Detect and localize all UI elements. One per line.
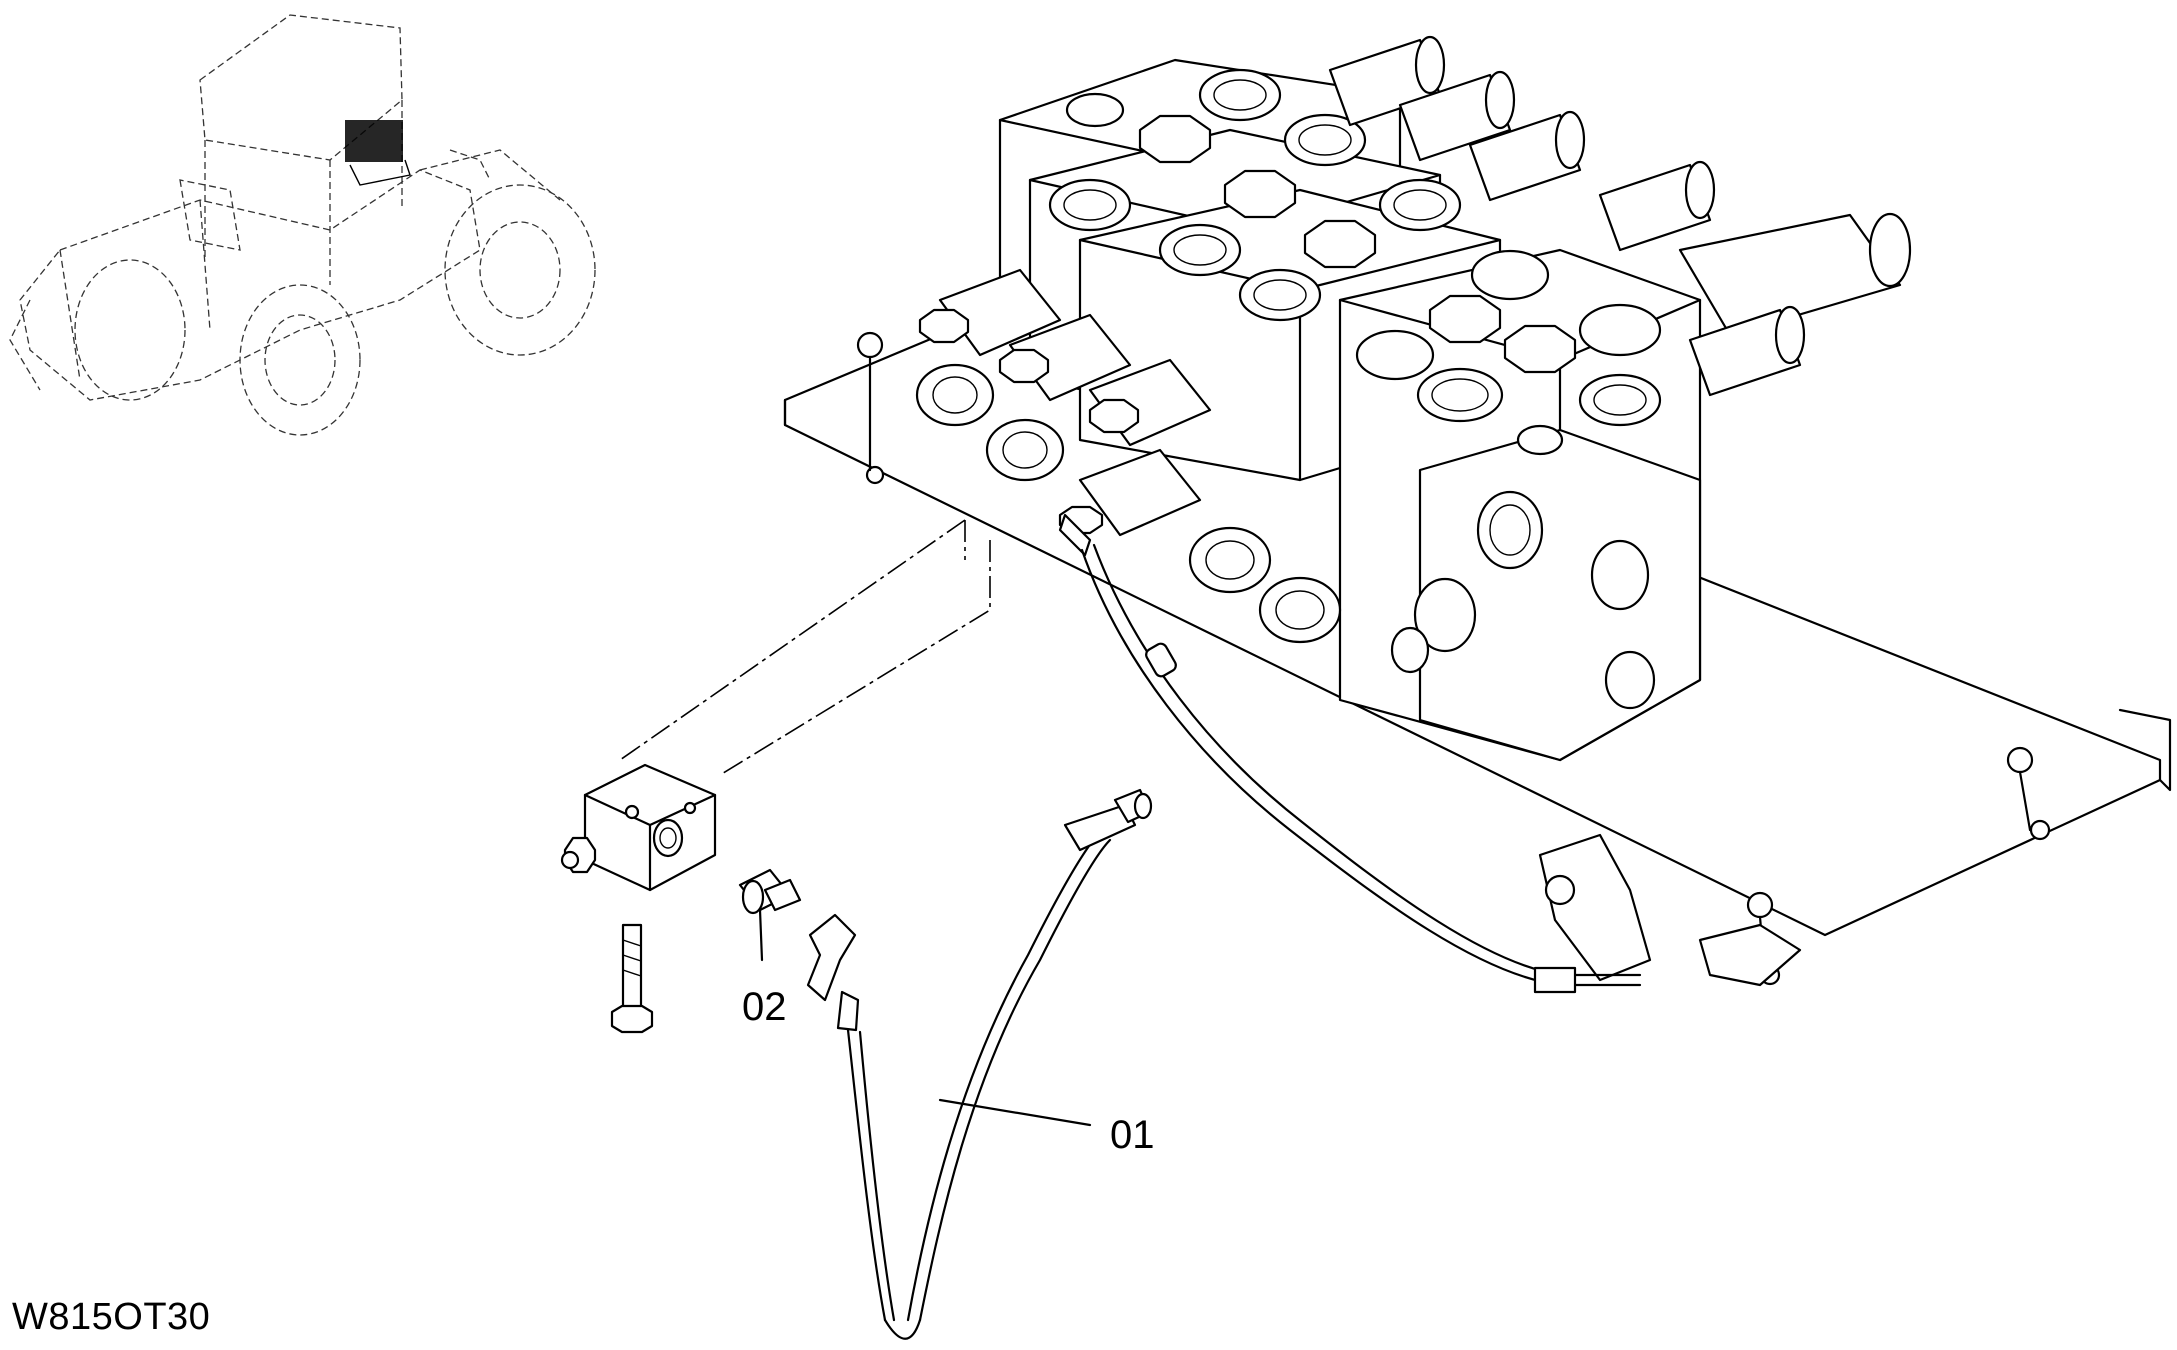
callout-01: 01 (938, 1098, 1155, 1157)
assembly-leader (619, 519, 991, 776)
pilot-line (1058, 513, 1642, 994)
callout-01-label: 01 (1110, 1113, 1155, 1157)
adapter-block (560, 763, 717, 1034)
part-01-hose (806, 788, 1153, 1340)
callout-02-label: 02 (742, 985, 787, 1029)
callout-02: 02 (742, 985, 787, 1029)
tractor-location-thumbnail (9, 14, 596, 436)
control-valve-block (915, 35, 1912, 987)
drawing-code: W815OT30 (12, 1296, 211, 1338)
mounting-bolt (610, 923, 654, 1034)
part-02-fitting (738, 868, 802, 962)
